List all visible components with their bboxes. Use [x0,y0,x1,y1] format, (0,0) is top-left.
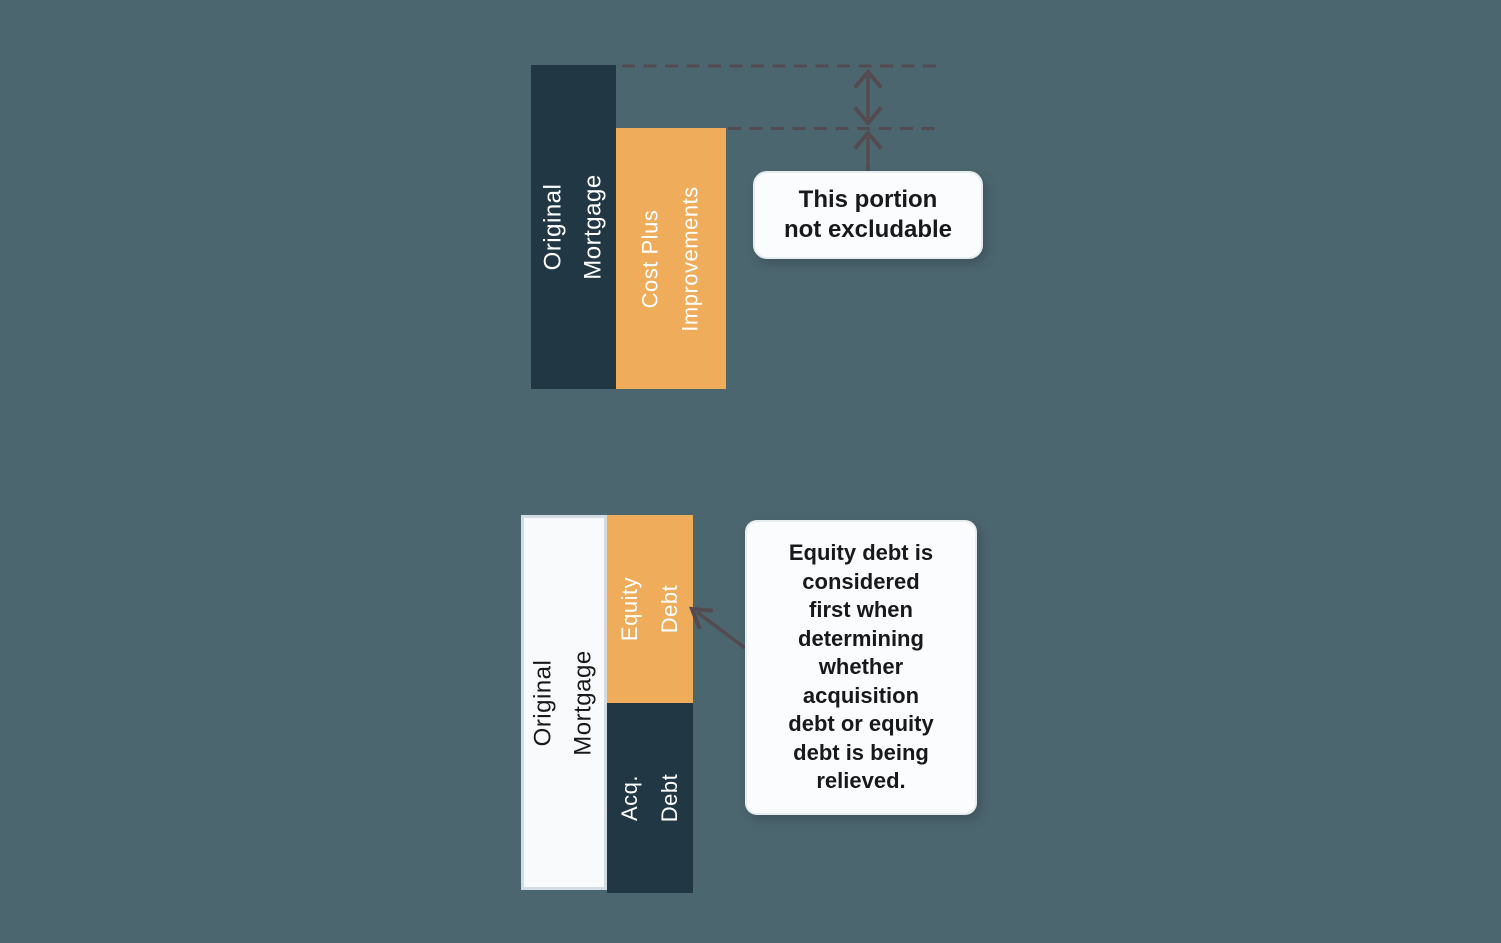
top-original-mortgage-bar: Original Mortgage [531,65,616,389]
equity-debt-callout: Equity debt is considered first when det… [745,520,977,815]
acq-debt-bar: Acq. Debt [607,703,693,893]
acq-debt-label: Acq. Debt [617,773,682,823]
top-original-mortgage-label: Original Mortgage [539,174,607,280]
bottom-original-mortgage-bar: Original Mortgage [521,515,607,890]
bottom-original-mortgage-label: Original Mortgage [530,649,598,756]
cost-plus-improvements-bar: Cost Plus Improvements [616,128,726,389]
callout-pointer-arrow-head [853,129,883,150]
equity-debt-label: Equity Debt [617,576,682,642]
equity-callout-arrow-line [695,610,747,650]
not-excludable-callout: This portion not excludable [753,171,983,259]
equity-callout-arrow-icon [688,606,747,650]
gap-range-arrow-icon [853,68,883,127]
gap-range-arrow-down-head [853,106,883,127]
equity-callout-arrow-head [688,606,714,630]
cost-plus-improvements-label: Cost Plus Improvements [638,185,704,332]
callout-pointer-arrow-icon [853,129,883,171]
gap-range-arrow-up-head [853,68,883,89]
equity-debt-callout-text: Equity debt is considered first when det… [788,540,934,794]
equity-debt-bar: Equity Debt [607,515,693,703]
not-excludable-callout-text: This portion not excludable [783,186,953,243]
